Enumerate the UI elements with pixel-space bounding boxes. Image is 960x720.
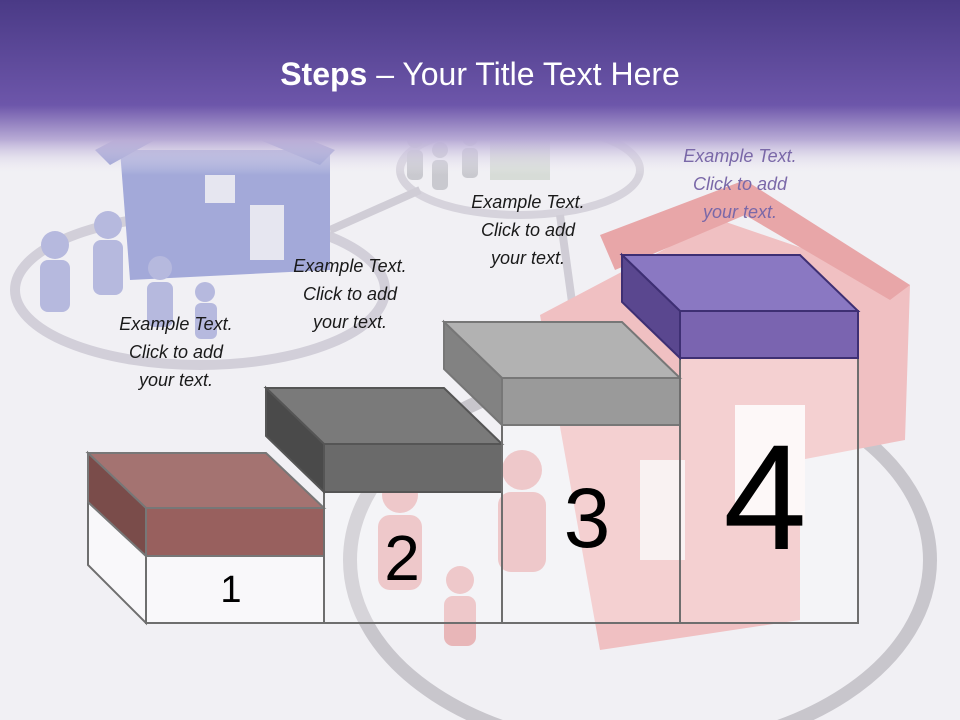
- step-4-caption-line2: Click to add: [692, 174, 788, 194]
- step-4-caption-line3: your text.: [702, 202, 778, 222]
- step-1-caption-line1: Example Text.: [119, 314, 233, 334]
- step-1-caption[interactable]: Example Text. Click to add your text.: [76, 310, 276, 394]
- step-3-caption[interactable]: Example Text. Click to add your text.: [428, 188, 628, 272]
- step-2-caption-line1: Example Text.: [293, 256, 407, 276]
- step-1-block[interactable]: [85, 450, 327, 626]
- step-4-caption-line1: Example Text.: [683, 146, 797, 166]
- step-3-block[interactable]: [441, 319, 683, 624]
- step-3-caption-line3: your text.: [490, 248, 566, 268]
- step-1-caption-line2: Click to add: [128, 342, 224, 362]
- title-bold: Steps: [280, 56, 368, 92]
- step-2-number: 2: [384, 522, 420, 594]
- step-4-number: 4: [723, 413, 807, 581]
- step-2-caption-line2: Click to add: [302, 284, 398, 304]
- title-rest: – Your Title Text Here: [367, 56, 680, 92]
- step-1-number: 1: [220, 569, 242, 611]
- step-4-block[interactable]: [619, 252, 861, 624]
- step-3-number: 3: [563, 471, 611, 565]
- step-1-caption-line3: your text.: [138, 370, 214, 390]
- step-3-caption-line2: Click to add: [480, 220, 576, 240]
- slide-title[interactable]: Steps – Your Title Text Here: [0, 56, 960, 93]
- step-2-caption-line3: your text.: [312, 312, 388, 332]
- step-2-caption[interactable]: Example Text. Click to add your text.: [250, 252, 450, 336]
- step-4-caption[interactable]: Example Text. Click to add your text.: [640, 142, 840, 226]
- step-3-caption-line1: Example Text.: [471, 192, 585, 212]
